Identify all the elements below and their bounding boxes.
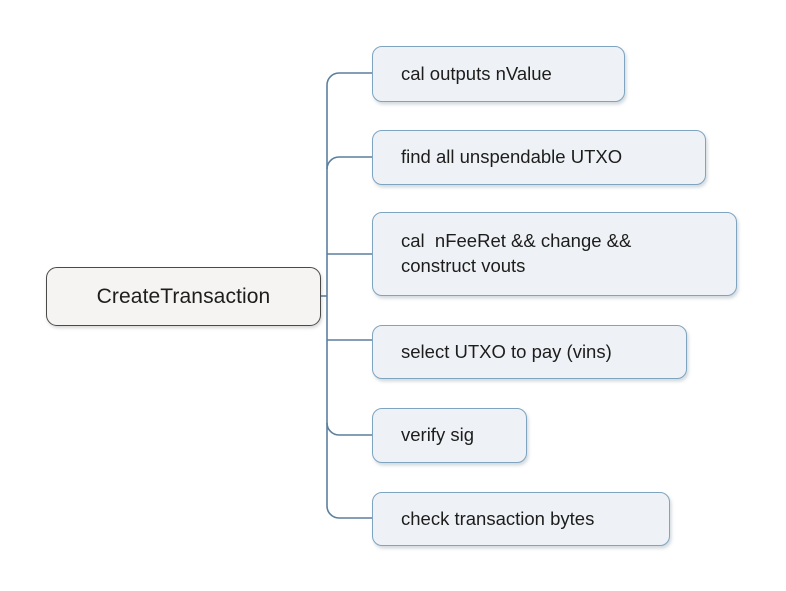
child-node-cal-outputs-nvalue[interactable]: cal outputs nValue	[372, 46, 625, 102]
root-node-label: CreateTransaction	[96, 284, 271, 308]
child-node-check-transaction-bytes[interactable]: check transaction bytes	[372, 492, 670, 546]
child-node-label: verify sig	[401, 424, 474, 446]
child-node-label: cal outputs nValue	[401, 62, 552, 84]
child-node-select-utxo-to-pay[interactable]: select UTXO to pay (vins)	[372, 325, 687, 379]
child-node-label: cal nFeeRet && change && construct vouts	[401, 230, 632, 276]
root-node-create-transaction[interactable]: CreateTransaction	[46, 267, 321, 326]
child-node-label: check transaction bytes	[401, 507, 595, 529]
child-node-verify-sig[interactable]: verify sig	[372, 408, 527, 463]
child-node-find-unspendable-utxo[interactable]: find all unspendable UTXO	[372, 130, 706, 185]
child-node-label: find all unspendable UTXO	[401, 146, 623, 168]
child-node-label: select UTXO to pay (vins)	[401, 340, 612, 362]
child-node-cal-nfeeret-change-vouts[interactable]: cal nFeeRet && change && construct vouts	[372, 212, 737, 296]
